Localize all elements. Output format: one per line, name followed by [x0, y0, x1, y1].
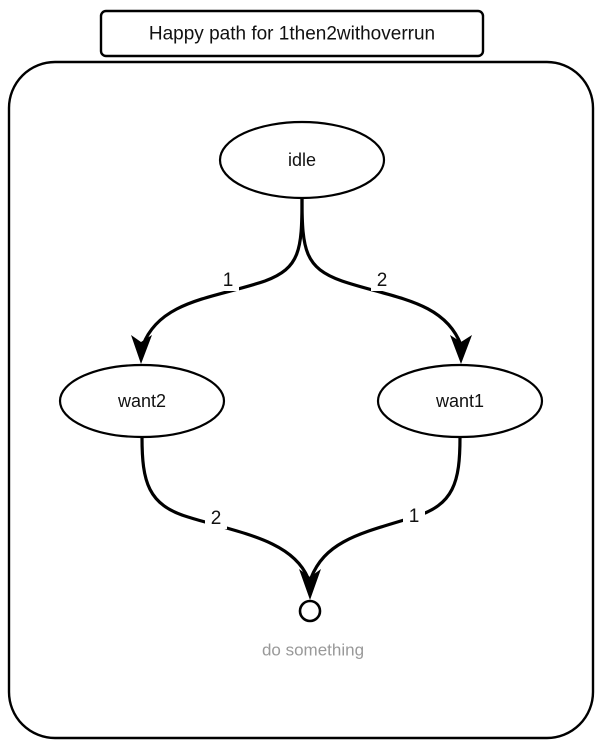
- arrowhead-idle-want2: [131, 335, 152, 364]
- arrowhead-end: [299, 569, 321, 600]
- terminal-caption: do something: [262, 640, 364, 659]
- edge-want2-end: [140, 435, 310, 580]
- svg-text:1: 1: [223, 270, 234, 291]
- svg-text:2: 2: [211, 508, 222, 529]
- node-want1[interactable]: [376, 363, 544, 439]
- diagram-title-box: [99, 9, 485, 58]
- node-want2-label: want2: [117, 391, 166, 411]
- edge-label-want1-end: 1: [403, 505, 425, 527]
- edge-label-idle-want2: 1: [217, 269, 239, 291]
- node-terminal[interactable]: [298, 599, 322, 623]
- edge-label-want2-end: 2: [205, 507, 227, 529]
- state-machine-frame: [7, 60, 595, 740]
- edge-idle-want1: [300, 197, 463, 347]
- node-want1-label: want1: [435, 391, 484, 411]
- arrowhead-idle-want1: [450, 335, 472, 364]
- node-idle[interactable]: [218, 120, 386, 200]
- svg-text:2: 2: [377, 270, 388, 291]
- svg-text:1: 1: [409, 506, 420, 527]
- diagram-title: Happy path for 1then2withoverrun: [149, 24, 435, 45]
- edge-label-idle-want1: 2: [371, 269, 393, 291]
- node-idle-label: idle: [288, 150, 316, 170]
- node-want2[interactable]: [58, 363, 226, 439]
- edge-idle-want2: [141, 197, 304, 347]
